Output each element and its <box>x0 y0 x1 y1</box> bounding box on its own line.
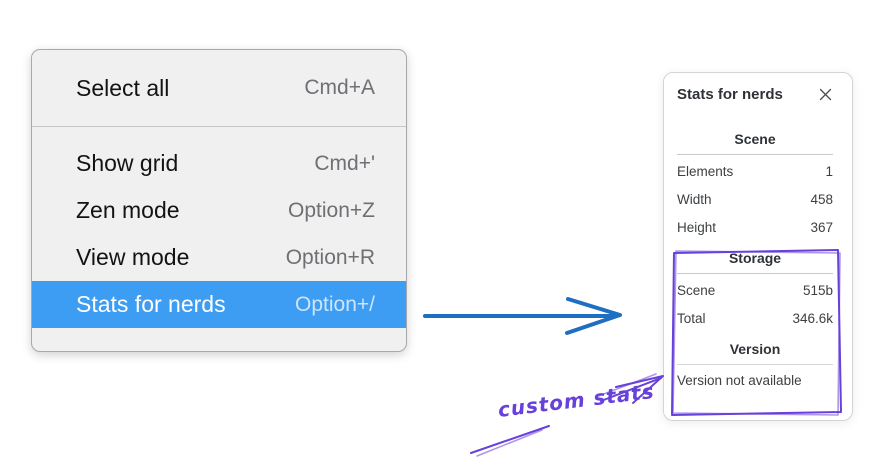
stat-label: Scene <box>677 283 716 298</box>
section-title: Scene <box>734 131 776 147</box>
menu-item-zen-mode[interactable]: Zen mode Option+Z <box>32 187 406 234</box>
menu-item-label: Select all <box>76 74 170 101</box>
annotation-label[interactable]: custom stats <box>496 378 656 422</box>
stat-value: 1 <box>825 164 833 179</box>
menu-item-shortcut: Cmd+A <box>304 76 375 99</box>
menu-item-shortcut: Cmd+' <box>314 151 375 175</box>
version-note: Version not available <box>677 373 802 388</box>
menu-item-label: Show grid <box>76 150 179 176</box>
menu-item-view-mode[interactable]: View mode Option+R <box>32 234 406 281</box>
stats-section-scene: Scene Elements 1 Width 458 Height 367 <box>677 131 833 242</box>
stats-panel-title: Stats for nerds <box>677 85 783 103</box>
stat-row-height: Height 367 <box>677 214 833 242</box>
menu-item-stats-for-nerds[interactable]: Stats for nerds Option+/ <box>32 281 406 328</box>
menu-item-shortcut: Option+Z <box>288 198 375 222</box>
stat-row-total-size: Total 346.6k <box>677 305 833 333</box>
stat-label: Height <box>677 220 717 235</box>
menu-item-label: Zen mode <box>76 197 180 223</box>
stat-row-elements: Elements 1 <box>677 158 833 186</box>
context-menu: Select all Cmd+A Show grid Cmd+' Zen mod… <box>31 49 407 352</box>
stat-row-width: Width 458 <box>677 186 833 214</box>
section-divider <box>677 273 833 274</box>
stats-section-storage: Storage Scene 515b Total 346.6k <box>677 250 833 333</box>
menu-item-select-all[interactable]: Select all Cmd+A <box>32 50 406 126</box>
menu-divider <box>32 126 406 127</box>
stats-section-version: Version Version not available <box>677 341 833 394</box>
stat-label: Width <box>677 192 712 207</box>
section-divider <box>677 364 833 365</box>
menu-item-label: Stats for nerds <box>76 291 226 317</box>
stat-label: Elements <box>677 164 734 179</box>
menu-item-shortcut: Option+R <box>285 245 375 269</box>
stat-value: 346.6k <box>792 311 833 326</box>
menu-item-label: View mode <box>76 244 190 270</box>
stat-row-scene-size: Scene 515b <box>677 277 833 305</box>
stat-value: 367 <box>810 220 833 235</box>
section-title: Version <box>729 341 781 357</box>
menu-item-shortcut: Option+/ <box>295 292 375 316</box>
section-title: Storage <box>728 250 782 266</box>
stat-label: Total <box>677 311 706 326</box>
stats-panel: Stats for nerds Scene Elements 1 Width 4… <box>663 72 853 421</box>
menu-item-show-grid[interactable]: Show grid Cmd+' <box>32 140 406 187</box>
stat-value: 458 <box>810 192 833 207</box>
section-divider <box>677 154 833 155</box>
stat-value: 515b <box>802 283 833 298</box>
stats-panel-header: Stats for nerds <box>677 83 833 105</box>
close-icon[interactable] <box>818 87 833 102</box>
